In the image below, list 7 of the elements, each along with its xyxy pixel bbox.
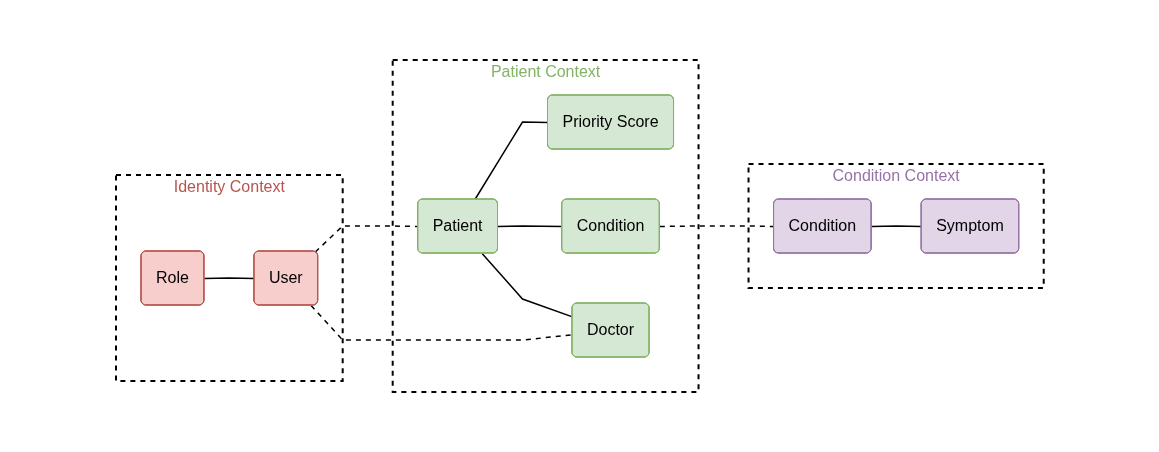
- connector: [481, 252, 573, 318]
- connector: [314, 225, 419, 253]
- connector: [496, 225, 563, 228]
- connector: [658, 225, 775, 228]
- connector: [309, 304, 573, 341]
- connector: [203, 277, 255, 280]
- connector: [473, 121, 549, 201]
